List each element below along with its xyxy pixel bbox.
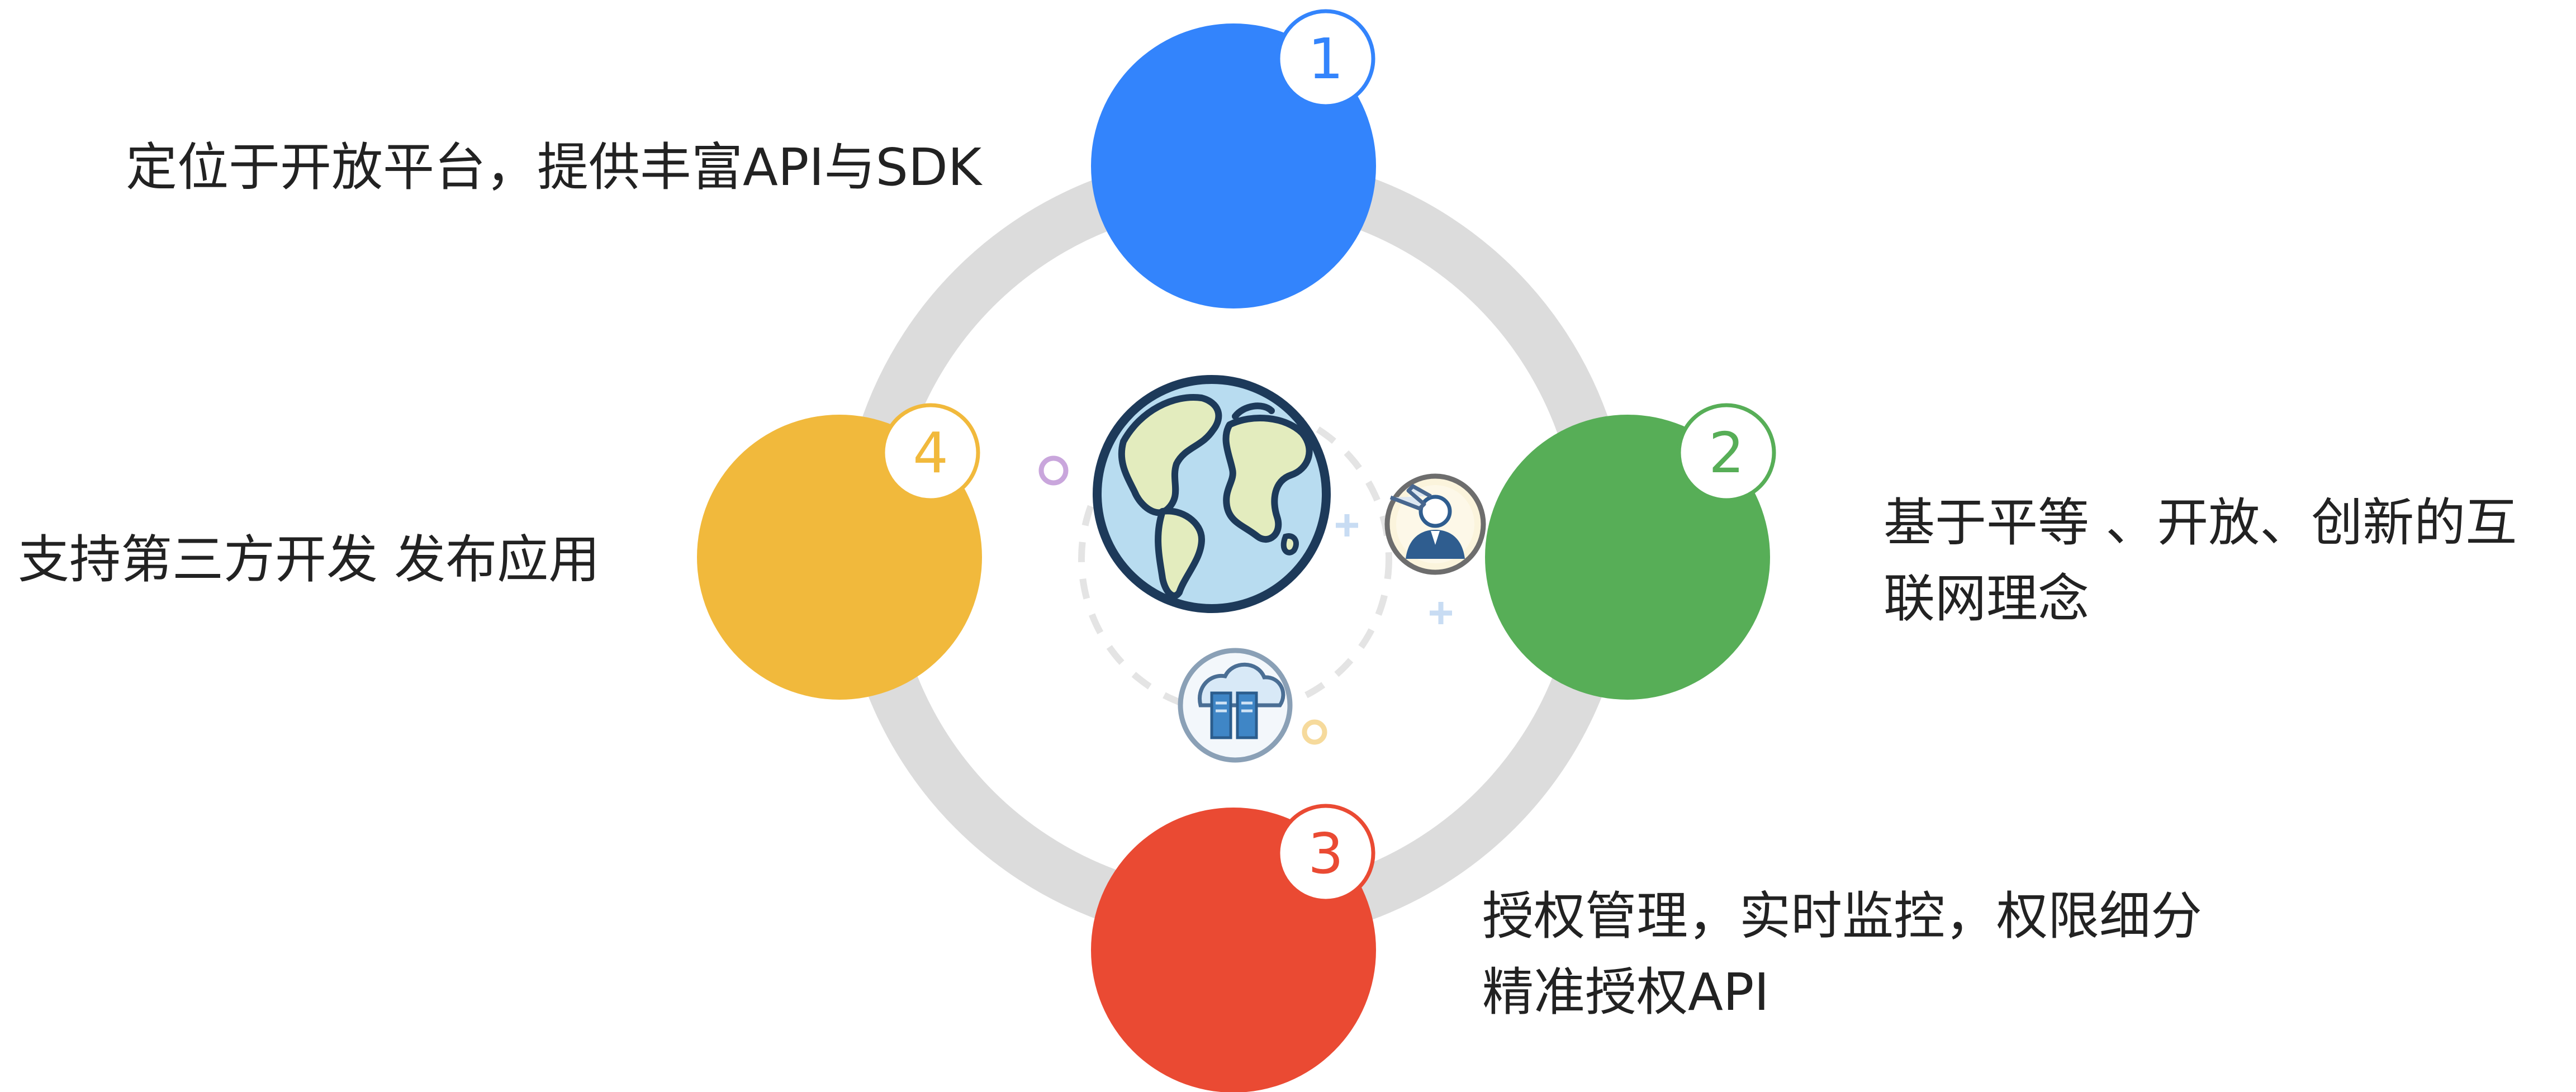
step-node-1: 1 xyxy=(1091,9,1376,308)
step-badge-4 xyxy=(881,403,980,502)
step-number-2: 2 xyxy=(1709,420,1744,486)
decor-dot-purple xyxy=(1038,455,1069,486)
step-label-1-line-1: 定位于开放平台，提供丰富API与SDK xyxy=(126,137,982,197)
step-badge-1 xyxy=(1276,9,1375,108)
step-label-4: 支持第三方开发 发布应用 xyxy=(18,522,600,598)
decor-dot-yellow xyxy=(1302,719,1327,745)
traveler-icon xyxy=(1384,473,1486,575)
step-label-2-line-1: 基于平等 、开放、创新的互 xyxy=(1884,493,2517,553)
step-node-2: 2 xyxy=(1485,403,1776,700)
step-number-1: 1 xyxy=(1308,26,1344,92)
step-label-3-line-1: 授权管理，实时监控，权限细分 xyxy=(1482,886,2203,946)
step-label-4-line-1: 支持第三方开发 发布应用 xyxy=(18,530,600,590)
cloud-server-icon xyxy=(1178,648,1293,763)
step-label-2-line-2: 联网理念 xyxy=(1884,569,2090,629)
step-number-4: 4 xyxy=(913,420,948,486)
step-label-2: 基于平等 、开放、创新的互 联网理念 xyxy=(1884,485,2517,637)
step-number-3: 3 xyxy=(1308,821,1344,886)
step-label-3: 授权管理，实时监控，权限细分 精准授权API xyxy=(1482,879,2202,1031)
step-badge-3 xyxy=(1276,804,1375,903)
decor-plus-2 xyxy=(1430,602,1452,624)
step-node-4: 4 xyxy=(697,403,982,700)
globe-icon xyxy=(1093,375,1331,613)
step-node-3: 3 xyxy=(1091,804,1376,1092)
step-badge-2 xyxy=(1677,403,1776,502)
step-label-1: 定位于开放平台，提供丰富API与SDK xyxy=(126,130,981,206)
step-label-3-line-2: 精准授权API xyxy=(1482,962,1769,1022)
decor-plus-1 xyxy=(1336,514,1358,536)
